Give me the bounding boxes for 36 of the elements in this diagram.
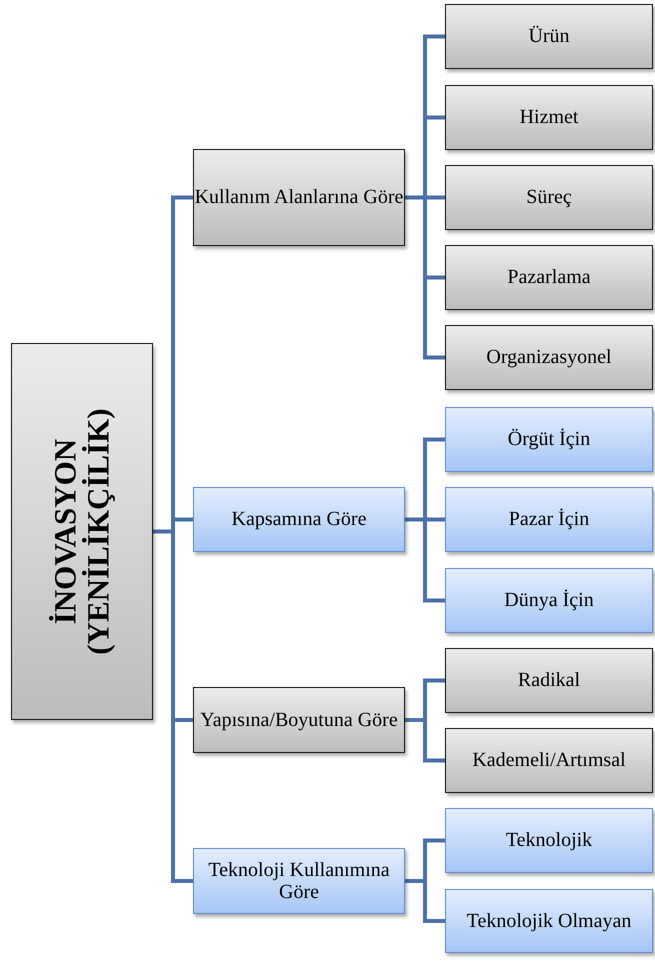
- connector-line: [153, 530, 193, 883]
- node-label: Kapsamına Göre: [232, 508, 366, 531]
- node-label: Kullanım Alanlarına Göre: [194, 186, 404, 209]
- category-box: [445, 165, 653, 230]
- category-box: [193, 487, 405, 552]
- category-box: [445, 889, 653, 953]
- category-box: [445, 728, 653, 793]
- category-box: [193, 848, 405, 914]
- category-box: [445, 85, 653, 150]
- category-box: [193, 149, 405, 246]
- node-label: Radikal: [518, 669, 580, 692]
- node-label: Teknolojik: [506, 829, 592, 852]
- node-label: Pazarlama: [507, 266, 591, 289]
- category-box: [445, 4, 653, 69]
- connector-line: [405, 718, 445, 762]
- category-box: [445, 808, 653, 873]
- node-label: Dünya İçin: [504, 589, 594, 612]
- root-box: [11, 343, 153, 720]
- category-box: [445, 325, 653, 390]
- node-label: İNOVASYON (YENİLİKÇİLİK): [49, 407, 115, 657]
- category-box: [445, 648, 653, 713]
- category-box: [445, 568, 653, 633]
- node-label: Teknoloji Kullanımına Göre: [207, 858, 391, 904]
- category-box: [445, 245, 653, 310]
- node-label: Hizmet: [520, 106, 578, 129]
- node-label: Süreç: [526, 186, 572, 209]
- node-label: Teknolojik Olmayan: [466, 910, 632, 932]
- node-label: Pazar İçin: [508, 508, 590, 531]
- node-label: Yapısına/Boyutuna Göre: [200, 708, 398, 732]
- node-label: Organizasyonel: [486, 346, 612, 369]
- node-label: Ürün: [528, 25, 570, 48]
- category-box: [445, 407, 653, 472]
- category-box: [193, 687, 405, 753]
- node-label: Kademeli/Artımsal: [472, 749, 626, 772]
- category-box: [445, 487, 653, 552]
- node-label: Örgüt İçin: [508, 428, 590, 451]
